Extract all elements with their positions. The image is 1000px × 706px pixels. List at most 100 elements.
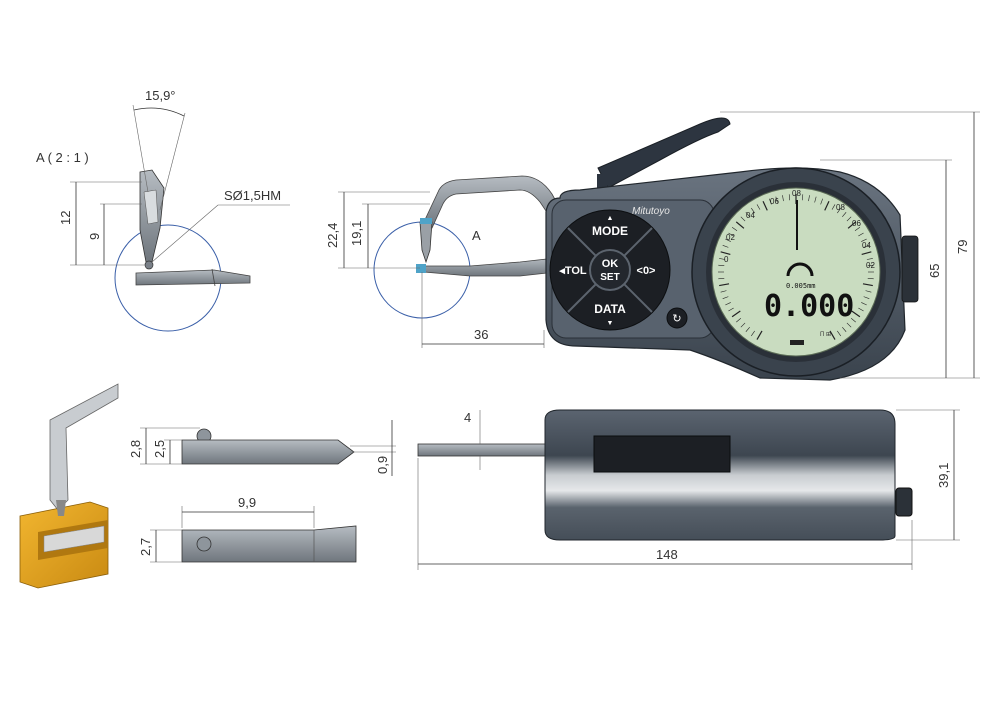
ball-spec: SØ1,5HM: [224, 188, 281, 203]
dial-tick: [736, 318, 742, 323]
dial-tick: [801, 194, 804, 201]
svg-text:04: 04: [746, 211, 755, 220]
svg-text:08: 08: [836, 203, 845, 212]
dial-tick: [820, 198, 823, 205]
dial-tick: [861, 238, 867, 242]
tol-button[interactable]: ◂TOL: [558, 265, 587, 277]
probe-top-view: 9,9 2,7: [138, 495, 357, 563]
dim-65: 65: [927, 264, 942, 278]
dial-tick: [740, 216, 746, 222]
dial-tick: [751, 330, 755, 337]
dial-tick: [719, 258, 726, 260]
detail-a-view: A ( 2 : 1 ) 15,9° 12 9 SØ1,5HM: [36, 88, 290, 332]
probe-side-view: 2,8 2,5 0,9: [128, 420, 396, 476]
dim-148: 148: [656, 547, 678, 562]
dim-2-5: 2,5: [152, 440, 167, 458]
ok-set-button[interactable]: [589, 249, 631, 291]
brand-logo: Mitutoyo: [632, 206, 670, 217]
dial-tick: [720, 251, 731, 255]
dim-36: 36: [474, 327, 488, 342]
dial-tick: [718, 277, 725, 280]
dial-tick: [863, 296, 870, 299]
upper-arm: [421, 175, 563, 229]
dial-tick: [731, 227, 738, 231]
dial-tick: [861, 251, 872, 255]
battery-icon: [790, 340, 804, 345]
dial-tick: [735, 221, 745, 229]
callout-label: A: [472, 228, 481, 243]
dial-tick: [851, 310, 861, 318]
dial-tick: [846, 216, 852, 222]
dim-angle: 15,9°: [145, 88, 176, 103]
set-label: SET: [600, 272, 619, 283]
dial-tick: [829, 330, 836, 340]
dial-tick: [866, 258, 873, 260]
svg-text:08: 08: [792, 189, 801, 198]
dial-tick: [842, 212, 847, 218]
power-button[interactable]: [666, 307, 688, 329]
dial-tick: [762, 201, 768, 211]
dial-tick: [837, 207, 841, 214]
dial-tick: [865, 290, 872, 293]
dial-tick: [824, 201, 830, 211]
dial-tick: [858, 307, 864, 312]
dial-tick: [775, 196, 778, 203]
dial-tick: [720, 290, 727, 293]
detail-label: A ( 2 : 1 ): [36, 150, 89, 165]
lower-arm: [423, 257, 557, 277]
dial-tick: [867, 264, 874, 267]
needle-hub: [786, 262, 814, 277]
probe-side: [181, 439, 355, 465]
zero-button[interactable]: <0>: [637, 265, 656, 277]
dial-tick: [861, 302, 867, 306]
svg-text:▼: ▼: [607, 320, 614, 327]
lcd-unit: 0.005mm: [786, 282, 816, 290]
dial-tick: [756, 204, 761, 210]
dial-tick: [842, 326, 847, 332]
power-icon: ↻: [672, 313, 681, 325]
dial-tick: [846, 322, 852, 328]
dim-22-4: 22,4: [325, 223, 340, 248]
dial-tick: [863, 245, 870, 248]
upper-probe: [419, 221, 433, 264]
side-lever: [593, 435, 731, 473]
dial-tick: [745, 326, 750, 332]
dial-tick: [808, 195, 810, 202]
dial-tick: [854, 227, 861, 231]
dim-4: 4: [464, 410, 471, 425]
lcd-screen: [711, 187, 881, 357]
side-body: [544, 409, 896, 541]
svg-text:02: 02: [726, 233, 735, 242]
gauge-front-view: A Mitutoyo OK SET ▲ MODE ◂TOL <0: [325, 111, 980, 381]
dial-tick: [719, 283, 730, 287]
mode-button[interactable]: MODE: [592, 224, 628, 238]
dial-numbers: 04 06 08 08 06 04 02 02 0: [724, 189, 875, 270]
svg-text:Π ⊞: Π ⊞: [820, 332, 831, 338]
dial-tick: [847, 221, 857, 229]
dial-tick: [725, 302, 731, 306]
dim-39-1: 39,1: [936, 463, 951, 488]
svg-text:0: 0: [724, 255, 729, 264]
lcd-reading: 0.000: [764, 289, 854, 324]
svg-text:04: 04: [862, 241, 871, 250]
dial-tick: [745, 212, 750, 218]
svg-text:▲: ▲: [607, 215, 614, 222]
dial-tick: [722, 245, 729, 248]
dim-19-1: 19,1: [349, 221, 364, 246]
dim-12: 12: [58, 211, 73, 225]
dial-tick: [740, 322, 746, 328]
dial-tick: [725, 238, 731, 242]
dial-tick: [862, 283, 873, 287]
dim-0-9: 0,9: [375, 456, 390, 474]
dial-tick: [769, 198, 772, 205]
dial-tick: [850, 318, 856, 323]
data-button[interactable]: DATA: [594, 302, 626, 316]
dial-tick: [782, 195, 784, 202]
dial-tick: [831, 204, 836, 210]
dial-tick: [731, 310, 741, 318]
dial-tick: [867, 277, 874, 280]
dial-tick: [858, 232, 864, 237]
svg-text:06: 06: [770, 197, 779, 206]
svg-text:06: 06: [852, 219, 861, 228]
